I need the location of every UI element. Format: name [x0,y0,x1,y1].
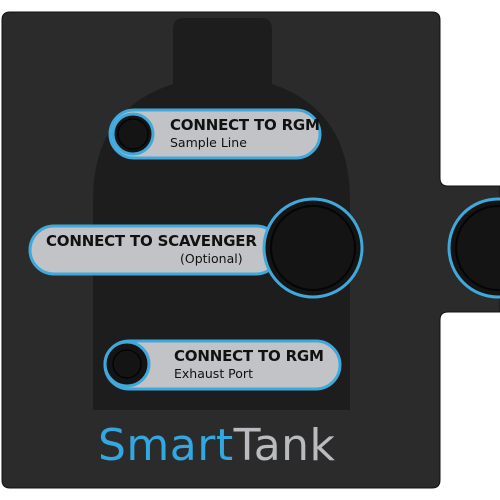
side-port-inner [455,205,500,291]
connector-title-scavenger: CONNECT TO SCAVENGER [46,232,257,250]
smarttank-logo: SmartTank [98,424,336,468]
connector-title-exhaust-port: CONNECT TO RGM [174,347,324,365]
connector-title-sample-line: CONNECT TO RGM [170,116,320,134]
connector-subtitle-exhaust-port: Exhaust Port [174,366,253,381]
connector-subtitle-sample-line: Sample Line [170,135,247,150]
brand-smart: Smart [98,420,234,471]
exhaust-port-inner [112,349,142,379]
brand-tank: Tank [233,420,336,471]
connector-subtitle-scavenger: (Optional) [180,251,243,266]
sample-line-port-inner [117,118,149,150]
side-port[interactable] [447,197,500,299]
sample-line-port[interactable] [111,112,155,156]
exhaust-port[interactable] [103,340,151,388]
scavenger-port[interactable] [262,197,364,299]
connector-label-sample-line [108,108,322,160]
scavenger-port-inner [270,205,356,291]
